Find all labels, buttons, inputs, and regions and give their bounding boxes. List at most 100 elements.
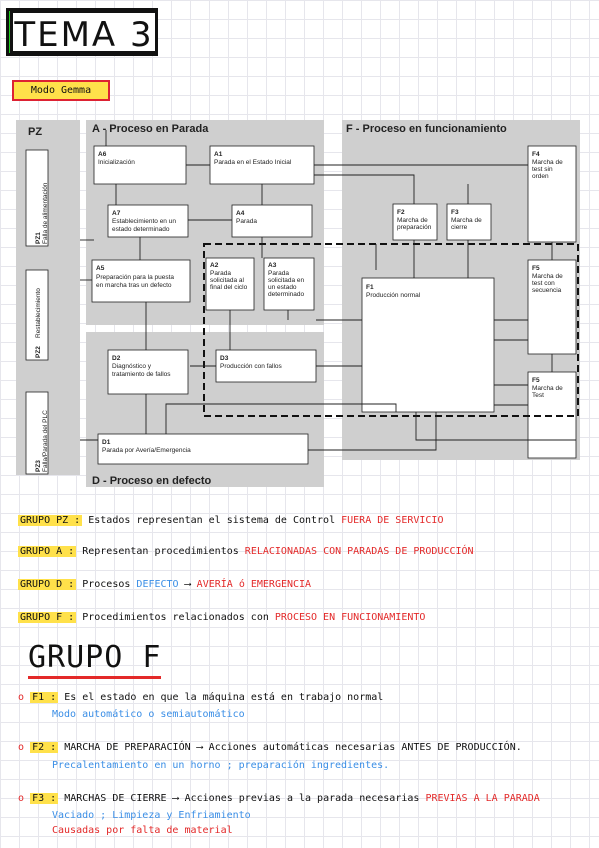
group-pz-text: Estados representan el sistema de Contro… bbox=[88, 515, 336, 526]
group-a-head: GRUPO A : bbox=[18, 546, 77, 557]
f3-text-0: Marcha de bbox=[451, 217, 482, 224]
group-f-text: Procedimientos relacionados con bbox=[82, 612, 269, 623]
a2-text-0: Parada bbox=[210, 270, 231, 277]
group-d-text: Procesos bbox=[82, 579, 131, 590]
f1-id-label: F1 : bbox=[30, 692, 59, 703]
f1-text: Es el estado en que la máquina está en t… bbox=[64, 692, 384, 703]
a3-text-2: un estado bbox=[268, 284, 297, 291]
f3-sub: Vaciado ; Limpieza y Enfriamiento bbox=[52, 810, 251, 821]
group-pz-note: GRUPO PZ : Estados representan el sistem… bbox=[18, 515, 443, 526]
f5a-text-2: secuencia bbox=[532, 287, 562, 294]
subtitle-label: Modo Gemma bbox=[12, 80, 110, 101]
pz2-id: PZ2 bbox=[35, 346, 42, 358]
f1-note: o F1 : Es el estado en que la máquina es… bbox=[18, 692, 383, 703]
f2-text: MARCHA DE PREPARACIÓN ⟶ Acciones automát… bbox=[64, 742, 522, 753]
group-pz-head: GRUPO PZ : bbox=[18, 515, 83, 526]
block-d3: D3 Producción con fallos bbox=[215, 349, 317, 383]
a3-text-0: Parada bbox=[268, 270, 289, 277]
f3-id: F3 bbox=[451, 209, 459, 216]
a2-text-2: final del ciclo bbox=[210, 284, 248, 291]
a3-id: A3 bbox=[268, 262, 277, 269]
a2-id: A2 bbox=[210, 262, 219, 269]
f5b-text-1: Test bbox=[532, 392, 544, 399]
page-title: TEMA 3 bbox=[10, 10, 158, 55]
group-d-note: GRUPO D : Procesos DEFECTO ⟶ AVERÍA ó EM… bbox=[18, 579, 311, 590]
f3-bullet: o bbox=[18, 793, 25, 804]
f4-text-0: Marcha de bbox=[532, 159, 563, 166]
production-dashed-frame bbox=[203, 243, 579, 417]
section-pz-title: PZ bbox=[28, 126, 42, 138]
d3-text-0: Producción con fallos bbox=[220, 363, 283, 370]
block-f1: F1 Producción normal bbox=[361, 277, 495, 413]
f2-id: F2 bbox=[397, 209, 405, 216]
a4-text-0: Parada bbox=[236, 218, 257, 225]
a3-text-3: determinado bbox=[268, 291, 305, 298]
a5-id: A5 bbox=[96, 265, 105, 272]
group-f-note: GRUPO F : Procedimientos relacionados co… bbox=[18, 612, 425, 623]
a1-text-0: Parada en el Estado Inicial bbox=[214, 159, 292, 166]
f1-text-0: Producción normal bbox=[366, 292, 421, 299]
f2-id-label: F2 : bbox=[30, 742, 59, 753]
a5-text-0: Preparación para la puesta bbox=[96, 274, 174, 281]
f5b-text-0: Marcha de bbox=[532, 385, 563, 392]
f4-id: F4 bbox=[532, 151, 540, 158]
section-d-title: D - Proceso en defecto bbox=[92, 475, 211, 487]
grupo-f-heading: GRUPO F bbox=[28, 640, 162, 679]
f2-sub: Precalentamiento en un horno ; preparaci… bbox=[52, 760, 390, 771]
block-f4: F4 Marcha de test sin orden bbox=[527, 145, 577, 243]
a2-text-1: solicitada al bbox=[210, 277, 245, 284]
f1-bullet: o bbox=[18, 692, 25, 703]
f4-text-2: orden bbox=[532, 173, 549, 180]
block-f5-sequence: F5 Marcha de test con secuencia bbox=[527, 259, 577, 355]
d1-id: D1 bbox=[102, 439, 111, 446]
block-d1: D1 Parada por Avería/Emergencia bbox=[97, 433, 309, 465]
a7-id: A7 bbox=[112, 210, 121, 217]
block-f3: F3 Marcha de cierre bbox=[446, 203, 492, 241]
group-pz-accent: FUERA DE SERVICIO bbox=[341, 515, 444, 526]
block-a5: A5 Preparación para la puesta en marcha … bbox=[91, 259, 191, 303]
f2-bullet: o bbox=[18, 742, 25, 753]
group-f-accent: PROCESO EN FUNCIONAMIENTO bbox=[274, 612, 426, 623]
pz1-box bbox=[25, 149, 49, 247]
block-a1: A1 Parada en el Estado Inicial bbox=[209, 145, 315, 185]
a7-text-0: Establecimiento en un bbox=[112, 218, 176, 225]
block-d2: D2 Diagnóstico y tratamiento de fallos bbox=[107, 349, 189, 395]
gemma-diagram: PZ A - Proceso en Parada F - Proceso en … bbox=[16, 120, 580, 487]
d2-text-1: tratamiento de fallos bbox=[112, 371, 171, 378]
a7-text-1: estado determinado bbox=[112, 226, 170, 233]
group-d-accent: AVERÍA ó EMERGENCIA bbox=[196, 579, 312, 590]
f2-text-0: Marcha de bbox=[397, 217, 428, 224]
group-a-note: GRUPO A : Representan procedimientos REL… bbox=[18, 546, 474, 557]
block-a4: A4 Parada bbox=[231, 204, 313, 238]
group-d-blue: DEFECTO bbox=[136, 579, 179, 590]
section-f-title: F - Proceso en funcionamiento bbox=[346, 123, 507, 135]
f1-id: F1 bbox=[366, 284, 374, 291]
f5a-text-1: test con bbox=[532, 280, 555, 287]
group-a-accent: RELACIONADAS CON PARADAS DE PRODUCCIÓN bbox=[244, 546, 474, 557]
block-a3: A3 Parada solicitada en un estado determ… bbox=[263, 257, 315, 311]
group-a-text: Representan procedimientos bbox=[82, 546, 239, 557]
d2-id: D2 bbox=[112, 355, 121, 362]
f3-sub-red: Causadas por falta de material bbox=[52, 825, 233, 836]
group-f-head: GRUPO F : bbox=[18, 612, 77, 623]
pz2-box bbox=[25, 269, 49, 361]
f5a-id: F5 bbox=[532, 265, 540, 272]
connection-lines bbox=[80, 130, 576, 451]
block-a2: A2 Parada solicitada al final del ciclo bbox=[205, 257, 255, 311]
a3-text-1: solicitada en bbox=[268, 277, 305, 284]
f2-note: o F2 : MARCHA DE PREPARACIÓN ⟶ Acciones … bbox=[18, 742, 522, 753]
f5a-text-0: Marcha de bbox=[532, 273, 563, 280]
f3-accent: PREVIAS A LA PARADA bbox=[425, 793, 540, 804]
pz1-id: PZ1 bbox=[35, 232, 42, 244]
pz3-label: Falla/Parada del PLC bbox=[42, 410, 49, 472]
f2-text-1: preparación bbox=[397, 224, 432, 231]
block-a6: A6 Inicialización bbox=[93, 145, 187, 185]
pz1-label: Falla de alimentación bbox=[42, 182, 49, 244]
f1-sub: Modo automático o semiautomático bbox=[52, 709, 245, 720]
pz2-label: Restablecimiento bbox=[35, 288, 42, 338]
pz3-box bbox=[25, 391, 49, 475]
group-d-head: GRUPO D : bbox=[18, 579, 77, 590]
a1-id: A1 bbox=[214, 151, 223, 158]
f3-text-1: cierre bbox=[451, 224, 468, 231]
d3-id: D3 bbox=[220, 355, 229, 362]
